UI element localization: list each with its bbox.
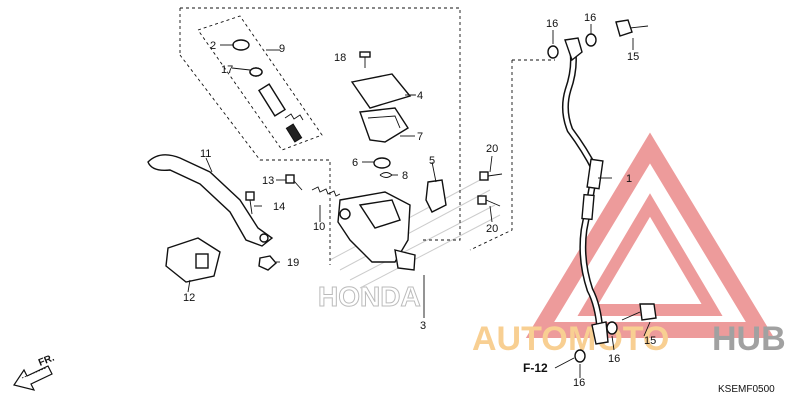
callout-6: 6: [352, 157, 358, 169]
callout-7: 7: [417, 131, 423, 143]
cylinder-kit: [197, 15, 323, 151]
washer-16-b: [585, 33, 597, 47]
callout-1: 1: [626, 173, 632, 185]
bolt-20-top: [479, 171, 503, 181]
callout-12: 12: [183, 292, 195, 304]
callout-5: 5: [429, 155, 435, 167]
pin-14: [245, 191, 255, 215]
callout-16-c: 16: [608, 353, 620, 365]
front-arrow: FR.: [13, 352, 56, 391]
watermark-logo: AUTO MOTO HUB: [472, 132, 786, 358]
washer-17: [249, 67, 263, 77]
watermark-text-hub: HUB: [712, 320, 786, 358]
diaphragm: [359, 107, 409, 143]
reference-label: F-12: [523, 361, 548, 375]
master-cylinder-body: [337, 191, 416, 271]
callout-4: 4: [417, 90, 423, 102]
screw-18: [359, 51, 371, 68]
banjo-bolt-15-bottom: [621, 303, 657, 321]
washer-16-d: [574, 349, 586, 363]
brand-stamp: HONDA: [318, 281, 421, 312]
diagram-code: KSEMF0500: [718, 384, 775, 395]
bolt-20-bottom: [477, 195, 501, 207]
callout-16-b: 16: [584, 12, 596, 24]
callout-16-a: 16: [546, 18, 558, 30]
front-label: FR.: [37, 352, 56, 368]
callout-11: 11: [200, 148, 211, 160]
callout-2: 2: [210, 40, 216, 52]
bolt-13: [285, 174, 303, 191]
hose-outline: [469, 59, 555, 251]
assembly-outline: [179, 7, 461, 265]
callout-20-top: 20: [486, 143, 498, 155]
callout-18: 18: [334, 52, 346, 64]
callout-19: 19: [287, 257, 299, 269]
callout-17: 17: [221, 64, 233, 76]
callout-numbers: 1 2 3 4 5 6 7 8 9 10 11 12 13 14 15 15 1…: [183, 12, 656, 389]
washer-16-a: [547, 45, 559, 59]
callout-14: 14: [273, 201, 285, 213]
stop-switch: [165, 237, 221, 283]
spring-10: [311, 186, 341, 197]
hatch-pattern: [329, 179, 501, 289]
watermark-text-auto: AUTO: [472, 320, 568, 358]
callout-13: 13: [262, 175, 274, 187]
callout-15-bottom: 15: [644, 335, 656, 347]
washer-16-c: [606, 321, 618, 335]
leader-lines: [187, 24, 651, 378]
brake-lever: [147, 154, 274, 247]
brake-hose: [561, 37, 609, 345]
callout-15-top: 15: [627, 51, 639, 63]
watermark-text-moto: MOTO: [568, 320, 669, 358]
reservoir-cap: [350, 73, 416, 109]
banjo-bolt-15-top: [615, 19, 649, 37]
holder-5: [425, 179, 447, 213]
callout-10: 10: [313, 221, 325, 233]
grommet-6: [373, 157, 391, 169]
nut-19: [258, 255, 277, 271]
callout-16-d: 16: [573, 377, 585, 389]
callout-3: 3: [420, 320, 426, 332]
callout-20-bottom: 20: [486, 223, 498, 235]
callout-9: 9: [279, 43, 285, 55]
clip-8: [379, 172, 393, 178]
callout-8: 8: [402, 170, 408, 182]
